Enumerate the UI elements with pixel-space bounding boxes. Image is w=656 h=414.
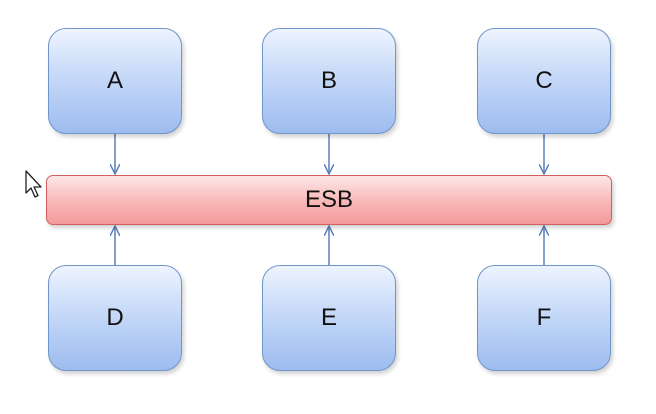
service-node-label: B	[320, 67, 337, 94]
service-node-f[interactable]: F	[477, 265, 611, 371]
service-node-label: F	[536, 304, 552, 331]
esb-bus[interactable]: ESB	[46, 175, 612, 225]
service-node-b[interactable]: B	[262, 28, 396, 134]
mouse-pointer-icon	[25, 170, 42, 198]
service-node-d[interactable]: D	[48, 265, 182, 371]
service-node-e[interactable]: E	[262, 265, 396, 371]
esb-bus-label: ESB	[304, 186, 354, 213]
service-node-label: C	[535, 67, 553, 94]
service-node-label: E	[320, 304, 337, 331]
service-node-c[interactable]: C	[477, 28, 611, 134]
service-node-a[interactable]: A	[48, 28, 182, 134]
service-node-label: D	[106, 304, 124, 331]
service-node-label: A	[106, 67, 123, 94]
